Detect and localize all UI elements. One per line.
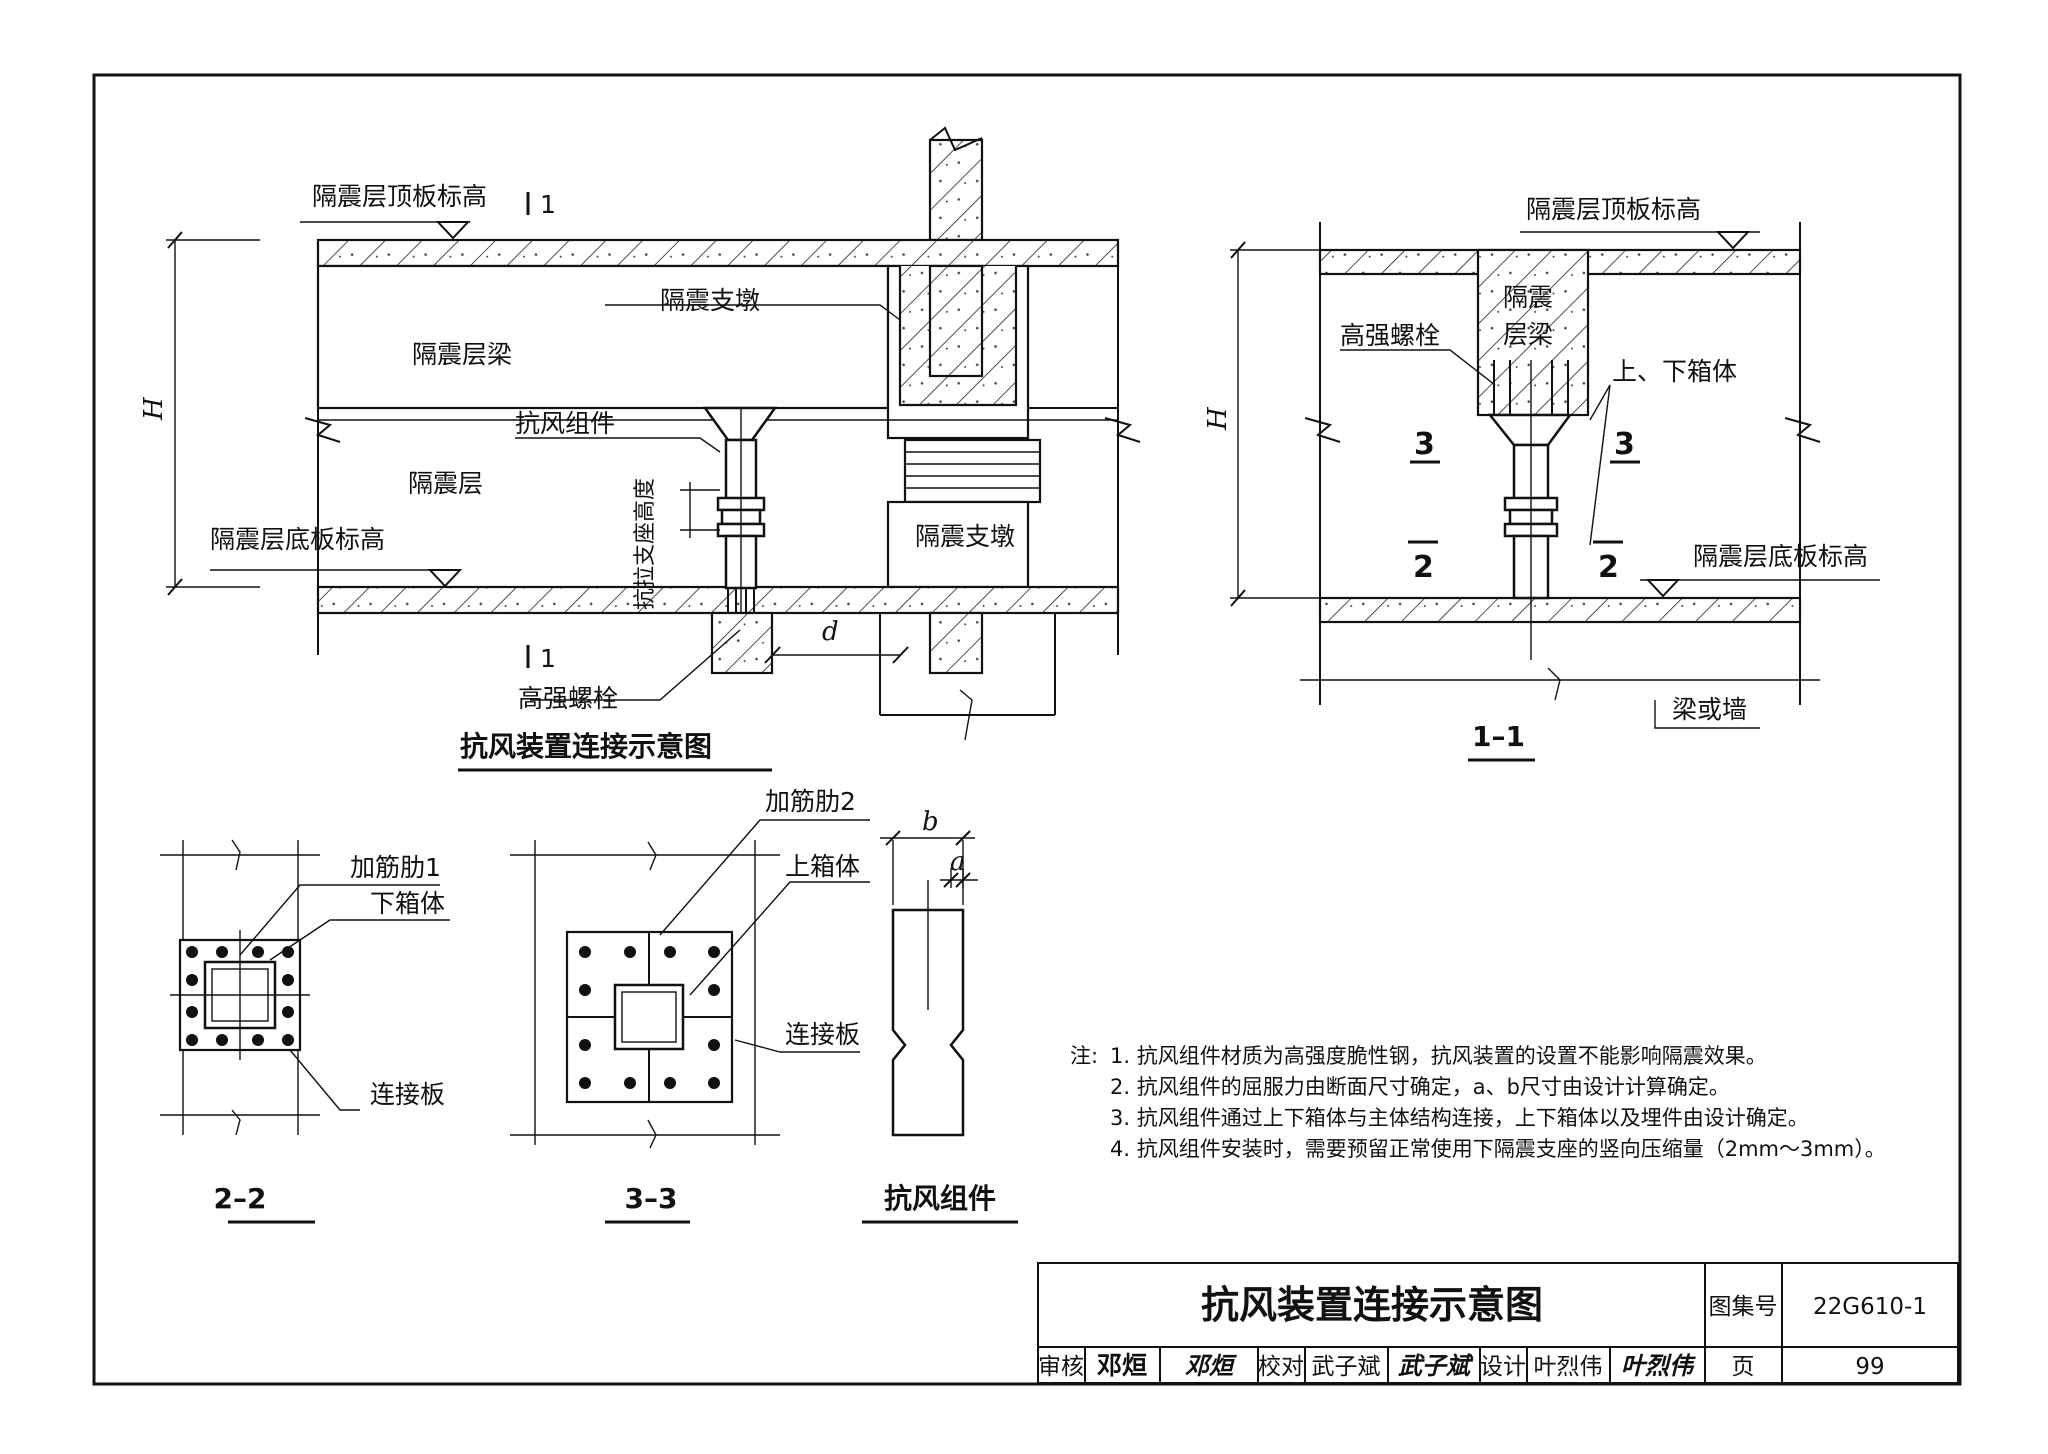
design-label: 设计: [1480, 1354, 1526, 1380]
title-block: [1037, 1262, 1959, 1384]
note-1: 1. 抗风组件材质为高强度脆性钢，抗风装置的设置不能影响隔震效果。: [1110, 1044, 1767, 1068]
s11-dim-H-label: H: [1203, 406, 1233, 431]
s11-bolt-label: 高强螺栓: [1340, 321, 1440, 350]
s33-caption: 3–3: [625, 1182, 678, 1215]
note-3: 3. 抗风组件通过上下箱体与主体结构连接，上下箱体以及埋件由设计确定。: [1110, 1106, 1809, 1130]
s11-caption: 1–1: [1472, 720, 1525, 753]
s11-mark-2-right: 2: [1598, 550, 1619, 585]
section-1-1-view: [1230, 222, 1880, 729]
dim-b-label: b: [922, 807, 939, 837]
s11-top-slab-label: 隔震层顶板标高: [1526, 195, 1701, 224]
bottom-slab: [316, 585, 1120, 615]
checker-signature: 武子斌: [1398, 1351, 1474, 1380]
s22-lower-box-label: 下箱体: [370, 889, 445, 918]
upper-column-break: [929, 126, 983, 152]
notes-prefix: 注:: [1070, 1044, 1098, 1068]
s11-mark-3-left: 3: [1414, 427, 1435, 462]
s11-beam-label-2: 层梁: [1503, 320, 1553, 349]
s11-mark-3-right: 3: [1614, 427, 1635, 462]
bolt-label: 高强螺栓: [518, 684, 618, 713]
isolation-bearing: [903, 438, 1042, 504]
designer-signature: 叶烈伟: [1621, 1351, 1696, 1380]
support-pier-bottom-label: 隔震支墩: [915, 522, 1015, 551]
lower-pier: [886, 500, 1030, 589]
wind-component-detail: [880, 830, 978, 1137]
upper-column: [928, 138, 984, 242]
dim-a-label: a: [950, 847, 966, 877]
reviewer: 邓烜: [1097, 1351, 1147, 1380]
review-label: 审核: [1038, 1354, 1084, 1380]
section-mark-1-top: 1: [540, 190, 556, 219]
top-slab-label: 隔震层顶板标高: [312, 182, 487, 211]
section-2-2-view: [160, 839, 450, 1136]
s11-box-label: 上、下箱体: [1612, 357, 1737, 386]
s33-box: [613, 983, 685, 1051]
atlas-no-label: 图集号: [1709, 1294, 1778, 1320]
section-3-3-view: [510, 819, 870, 1149]
s11-bottom-slab-label: 隔震层底板标高: [1693, 542, 1868, 571]
sheet-border: [92, 73, 1962, 1386]
designer: 叶烈伟: [1534, 1354, 1603, 1380]
left-break: [304, 417, 341, 443]
bottom-slab-label: 隔震层底板标高: [210, 525, 385, 554]
s33-plate-label: 连接板: [785, 1020, 860, 1049]
page-label: 页: [1732, 1354, 1755, 1380]
tension-height-label: 抗拉支座高度: [633, 478, 658, 610]
check-label: 校对: [1258, 1354, 1304, 1380]
right-break: [1104, 417, 1141, 443]
dim-d-label: d: [822, 617, 839, 647]
top-slab: [316, 238, 1120, 268]
isolation-layer-label: 隔震层: [408, 469, 483, 498]
dim-H-label: H: [139, 396, 169, 421]
wind-component-caption: 抗风组件: [884, 1182, 996, 1215]
upper-box: [702, 406, 778, 442]
main-connection-view: [166, 126, 1141, 741]
atlas-no: 22G610-1: [1813, 1294, 1927, 1320]
main-caption: 抗风装置连接示意图: [460, 730, 712, 763]
reviewer-signature: 邓烜: [1185, 1351, 1237, 1380]
s22-plate-label: 连接板: [370, 1080, 445, 1109]
note-2: 2. 抗风组件的屈服力由断面尺寸确定，a、b尺寸由设计计算确定。: [1110, 1075, 1730, 1099]
s11-beam-or-wall-label: 梁或墙: [1672, 695, 1747, 724]
note-4: 4. 抗风组件安装时，需要预留正常使用下隔震支座的竖向压缩量（2mm～3mm）。: [1110, 1137, 1886, 1161]
s11-bottom-slab: [1318, 596, 1802, 624]
s22-rib-label: 加筋肋1: [350, 853, 441, 882]
title-block-title: 抗风装置连接示意图: [1201, 1283, 1543, 1327]
page-number: 99: [1855, 1354, 1884, 1380]
beam-label: 隔震层梁: [412, 340, 512, 369]
s11-mark-2-left: 2: [1413, 550, 1434, 585]
s33-rib-label: 加筋肋2: [765, 787, 856, 816]
isolation-beam: [316, 264, 890, 410]
top-level-mark: [435, 221, 471, 240]
lower-column: [928, 611, 984, 675]
checker: 武子斌: [1312, 1354, 1381, 1380]
support-pier-top-label: 隔震支墩: [660, 286, 760, 315]
s22-caption: 2–2: [214, 1182, 267, 1215]
bottom-level-mark: [427, 569, 463, 588]
section-mark-1-bottom: 1: [540, 644, 556, 673]
wind-component-label: 抗风组件: [515, 409, 615, 438]
s33-upper-box-label: 上箱体: [785, 852, 860, 881]
wind-component-profile: [891, 908, 965, 1137]
s11-beam: [1476, 248, 1590, 417]
s11-beam-label-1: 隔震: [1503, 283, 1553, 312]
